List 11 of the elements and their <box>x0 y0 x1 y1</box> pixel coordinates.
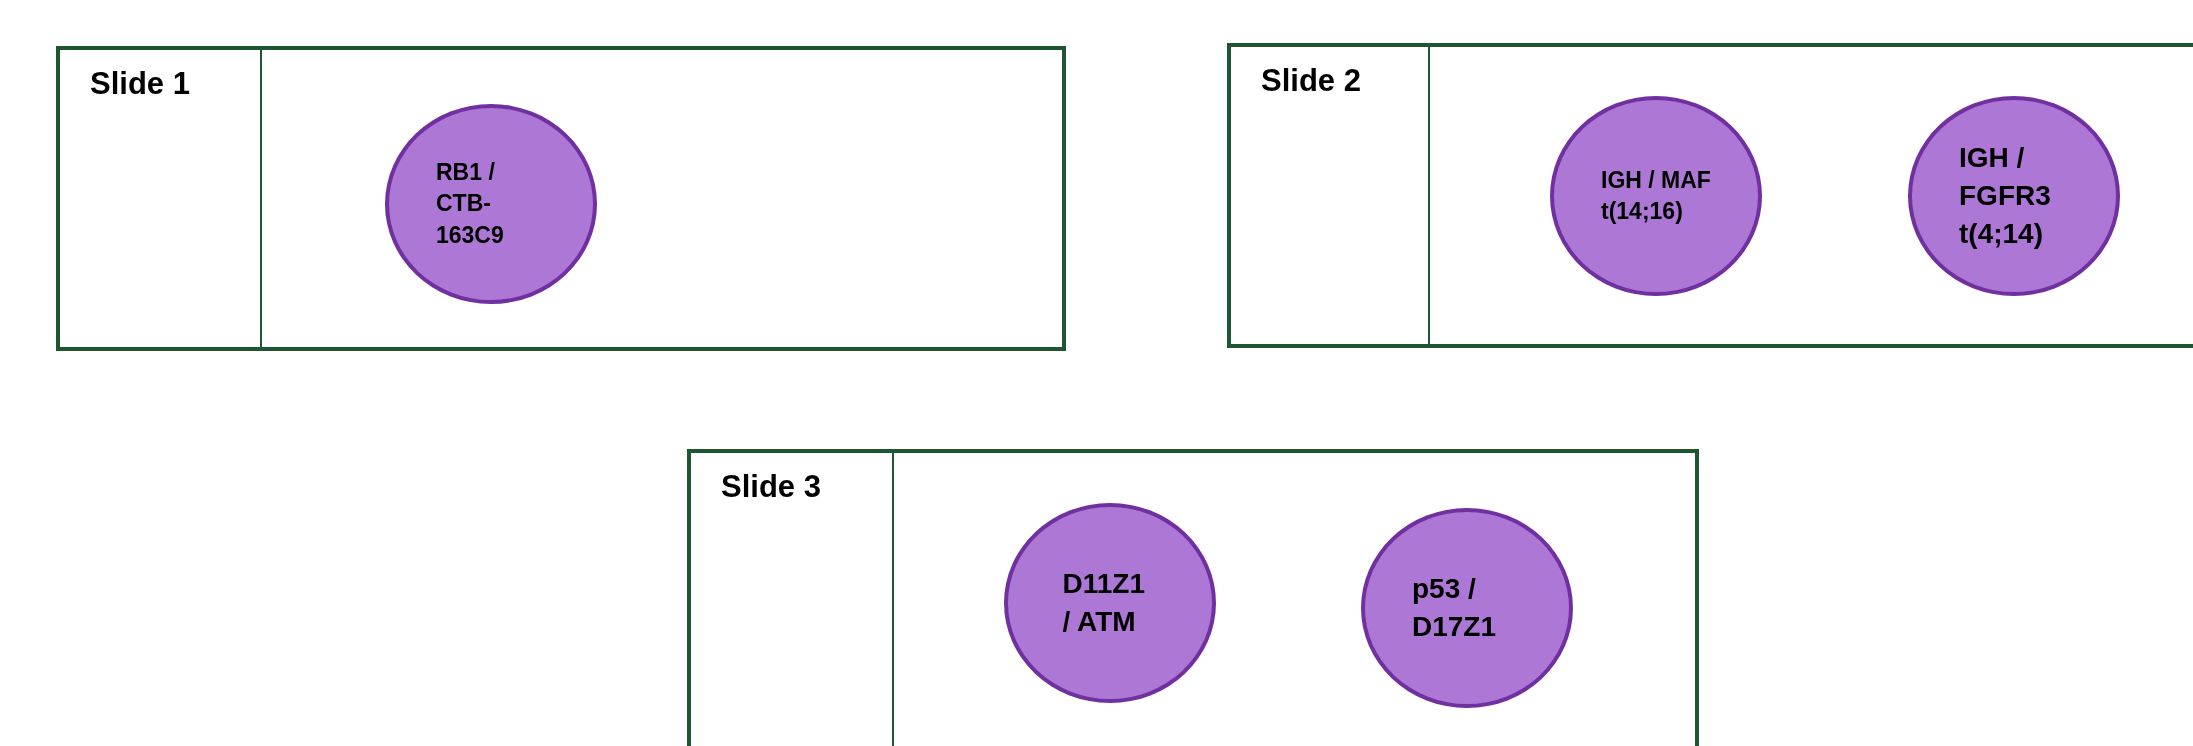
slide-panel <box>56 46 1066 351</box>
probe-label: D11Z1 / ATM <box>1062 567 1146 639</box>
slide-heading: Slide 2 <box>1261 63 1361 99</box>
slide-heading: Slide 1 <box>90 66 190 102</box>
slide-panel <box>687 449 1699 746</box>
probe-label: IGH / MAF t(14;16) <box>1601 165 1711 226</box>
slide-panel <box>1227 43 2193 348</box>
slide-heading: Slide 3 <box>721 469 821 505</box>
probe-label: p53 / D17Z1 <box>1412 572 1498 644</box>
probe-label: RB1 / CTB-163C9 <box>436 158 505 250</box>
probe-label: IGH / FGFR3 t(4;14) <box>1959 141 2052 251</box>
